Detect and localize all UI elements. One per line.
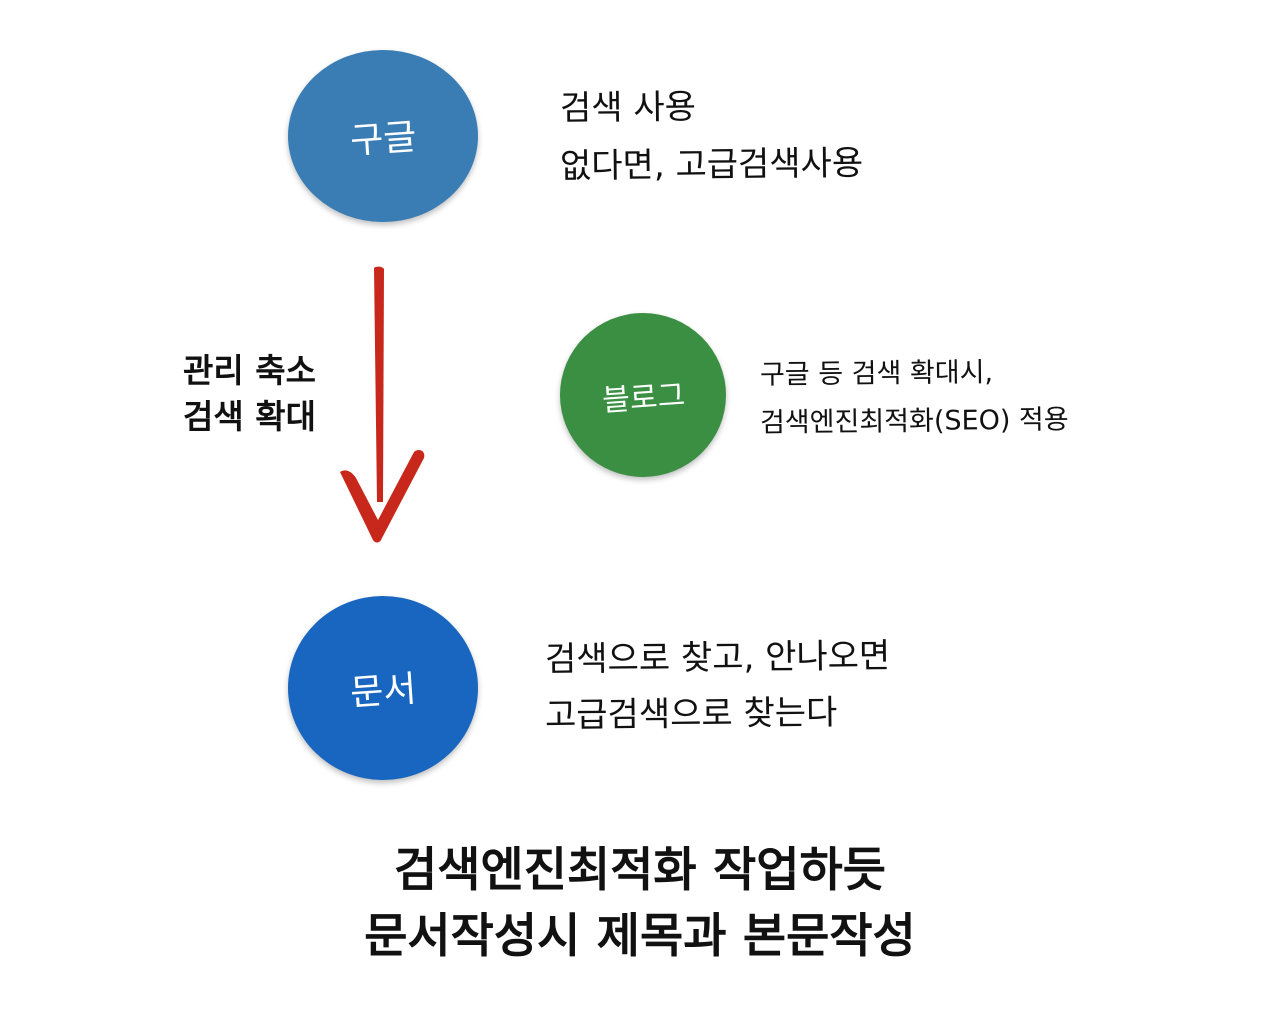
blog-note-line-1: 구글 등 검색 확대시, <box>759 357 994 391</box>
blog-node-label: 블로그 <box>600 378 686 419</box>
google-note: 검색 사용 없다면, 고급검색사용 <box>559 78 864 194</box>
google-node-label: 구글 <box>348 116 418 163</box>
arrow-label: 관리 축소 검색 확대 <box>183 348 316 440</box>
arrow-head <box>340 450 425 543</box>
google-note-line-2: 없다면, 고급검색사용 <box>559 143 864 187</box>
blog-note-line-2: 검색엔진최적화(SEO) 적용 <box>759 404 1069 439</box>
arrow-label-line-1: 관리 축소 <box>183 351 316 390</box>
google-note-line-1: 검색 사용 <box>559 87 697 129</box>
docs-node: 문서 <box>288 596 478 780</box>
docs-note-line-2: 고급검색으로 찾는다 <box>544 692 838 736</box>
docs-node-label: 문서 <box>348 668 418 715</box>
footer-title: 검색엔진최적화 작업하듯 문서작성시 제목과 본문작성 <box>0 838 1280 970</box>
google-node: 구글 <box>288 50 478 222</box>
footer-title-line-2: 문서작성시 제목과 본문작성 <box>364 909 916 964</box>
arrow-shaft <box>374 266 384 502</box>
blog-note: 구글 등 검색 확대시, 검색엔진최적화(SEO) 적용 <box>760 350 1069 446</box>
footer-title-line-1: 검색엔진최적화 작업하듯 <box>393 843 886 898</box>
docs-note: 검색으로 찾고, 안나오면 고급검색으로 찾는다 <box>544 630 891 742</box>
arrow-label-line-2: 검색 확대 <box>183 397 316 436</box>
docs-note-line-1: 검색으로 찾고, 안나오면 <box>544 636 891 680</box>
down-arrow-icon <box>340 266 425 543</box>
blog-node: 블로그 <box>560 313 726 477</box>
